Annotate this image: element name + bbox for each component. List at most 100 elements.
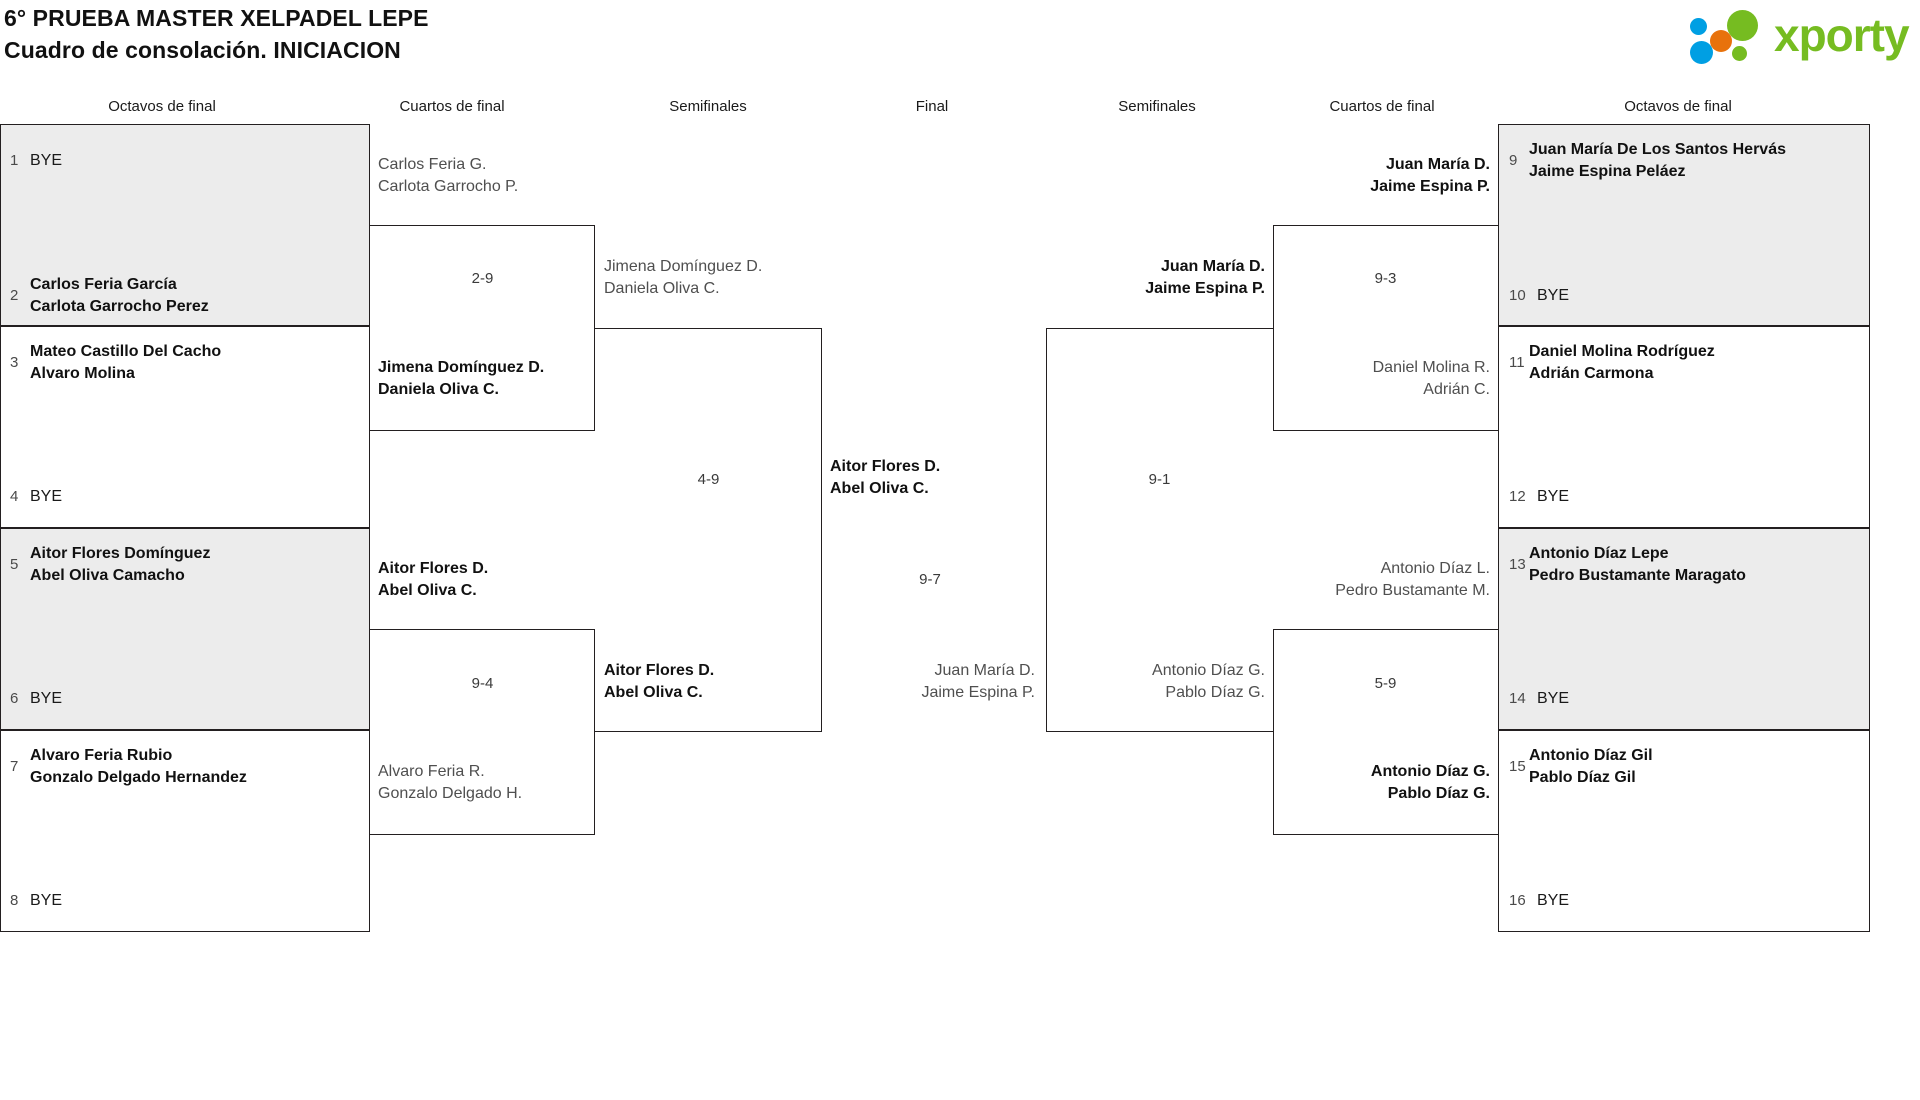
player-names-7a: Alvaro Feria Rubio bbox=[30, 747, 173, 764]
logo-dot-blue-small bbox=[1690, 18, 1707, 35]
player-names-2a: Carlos Feria García bbox=[30, 276, 177, 293]
player-names-3a: Mateo Castillo Del Cacho bbox=[30, 343, 222, 360]
qf-left-1-top-a: Carlos Feria G. bbox=[378, 156, 487, 173]
player-names-5b: Abel Oliva Camacho bbox=[30, 567, 185, 584]
player-names-10: BYE bbox=[1537, 287, 1570, 304]
logo-dot-green-large bbox=[1727, 10, 1758, 41]
seed-number-13: 13 bbox=[1509, 556, 1526, 573]
player-names-8: BYE bbox=[30, 892, 63, 909]
r16-slot-7[interactable] bbox=[1498, 528, 1870, 730]
qf-left-2-top-a: Aitor Flores D. bbox=[378, 560, 489, 577]
round-label-left-sf: Semifinales bbox=[669, 98, 747, 115]
round-label-right-sf: Semifinales bbox=[1118, 98, 1196, 115]
qf-right-2-bottom-a: Antonio Díaz G. bbox=[1370, 763, 1490, 780]
final-top-a: Aitor Flores D. bbox=[830, 458, 941, 475]
round-label-left-r16: Octavos de final bbox=[108, 98, 216, 115]
sf-right-1-score: 9-1 bbox=[1148, 471, 1171, 488]
sf-right-1-top-b: Jaime Espina P. bbox=[1145, 280, 1265, 297]
bracket-subtitle: Cuadro de consolación. INICIACION bbox=[4, 37, 401, 63]
player-names-9a: Juan María De Los Santos Hervás bbox=[1529, 141, 1786, 158]
seed-number-5: 5 bbox=[10, 556, 19, 573]
qf-left-2-top-b: Abel Oliva C. bbox=[378, 582, 477, 599]
player-names-11a: Daniel Molina Rodríguez bbox=[1529, 343, 1715, 360]
seed-number-4: 4 bbox=[10, 488, 19, 505]
seed-number-6: 6 bbox=[10, 690, 19, 707]
qf-right-1-score: 9-3 bbox=[1374, 270, 1397, 287]
qf-right-1-top-b: Jaime Espina P. bbox=[1370, 178, 1490, 195]
logo-dots-icon bbox=[1690, 8, 1774, 64]
qf-left-1-score: 2-9 bbox=[471, 270, 494, 287]
r16-slot-3[interactable] bbox=[0, 528, 370, 730]
logo-dot-orange bbox=[1710, 30, 1732, 52]
sf-connector-right-1 bbox=[1046, 328, 1273, 732]
r16-slot-8[interactable] bbox=[1498, 730, 1870, 932]
qf-right-1-bottom-a: Daniel Molina R. bbox=[1372, 359, 1490, 376]
round-label-left-qf: Cuartos de final bbox=[399, 98, 505, 115]
qf-right-1-bottom-b: Adrián C. bbox=[1423, 381, 1490, 398]
seed-number-11: 11 bbox=[1509, 354, 1525, 371]
r16-slot-6[interactable] bbox=[1498, 326, 1870, 528]
player-names-15a: Antonio Díaz Gil bbox=[1529, 747, 1653, 764]
seed-number-3: 3 bbox=[10, 354, 19, 371]
qf-connector-right-2 bbox=[1273, 629, 1498, 835]
player-names-3b: Alvaro Molina bbox=[30, 365, 135, 382]
qf-left-1-top-b: Carlota Garrocho P. bbox=[378, 178, 519, 195]
r16-slot-4[interactable] bbox=[0, 730, 370, 932]
final-top-b: Abel Oliva C. bbox=[830, 480, 929, 497]
seed-number-16: 16 bbox=[1509, 892, 1526, 909]
seed-number-8: 8 bbox=[10, 892, 19, 909]
sf-left-1-top-a: Jimena Domínguez D. bbox=[604, 258, 763, 275]
player-names-9b: Jaime Espina Peláez bbox=[1529, 163, 1686, 180]
xporty-logo[interactable]: xporty bbox=[1652, 4, 1912, 66]
logo-dot-green-small bbox=[1732, 46, 1747, 61]
qf-connector-left-2 bbox=[370, 629, 595, 835]
player-names-13b: Pedro Bustamante Maragato bbox=[1529, 567, 1746, 584]
sf-right-1-top-a: Juan María D. bbox=[1160, 258, 1265, 275]
qf-left-2-bottom-a: Alvaro Feria R. bbox=[378, 763, 485, 780]
qf-connector-left-1 bbox=[370, 225, 595, 431]
seed-number-10: 10 bbox=[1509, 287, 1526, 304]
qf-right-2-top-b: Pedro Bustamante M. bbox=[1335, 582, 1490, 599]
player-names-12: BYE bbox=[1537, 488, 1570, 505]
qf-right-1-top-a: Juan María D. bbox=[1385, 156, 1490, 173]
seed-number-1: 1 bbox=[10, 152, 19, 169]
seed-number-9: 9 bbox=[1509, 152, 1518, 169]
seed-number-2: 2 bbox=[10, 287, 19, 304]
round-label-final: Final bbox=[915, 98, 949, 115]
seed-number-12: 12 bbox=[1509, 488, 1526, 505]
sf-connector-left-1 bbox=[595, 328, 822, 732]
qf-left-2-bottom-b: Gonzalo Delgado H. bbox=[378, 785, 523, 802]
player-names-5a: Aitor Flores Domínguez bbox=[30, 545, 211, 562]
qf-right-2-score: 5-9 bbox=[1374, 675, 1397, 692]
r16-slot-1[interactable] bbox=[0, 124, 370, 326]
seed-number-7: 7 bbox=[10, 758, 19, 775]
sf-left-1-bottom-a: Aitor Flores D. bbox=[604, 662, 715, 679]
player-names-15b: Pablo Díaz Gil bbox=[1529, 769, 1636, 786]
qf-connector-right-1 bbox=[1273, 225, 1498, 431]
sf-left-1-bottom-b: Abel Oliva C. bbox=[604, 684, 703, 701]
round-label-right-qf: Cuartos de final bbox=[1329, 98, 1435, 115]
player-names-13a: Antonio Díaz Lepe bbox=[1529, 545, 1669, 562]
seed-number-15: 15 bbox=[1509, 758, 1526, 775]
player-names-4: BYE bbox=[30, 488, 63, 505]
seed-number-14: 14 bbox=[1509, 690, 1526, 707]
sf-left-1-score: 4-9 bbox=[697, 471, 720, 488]
title-block: 6° PRUEBA MASTER XELPADEL LEPE Cuadro de… bbox=[4, 2, 429, 66]
round-label-right-r16: Octavos de final bbox=[1624, 98, 1732, 115]
player-names-11b: Adrián Carmona bbox=[1529, 365, 1654, 382]
qf-left-1-bottom-b: Daniela Oliva C. bbox=[378, 381, 499, 398]
logo-wordmark: xporty bbox=[1774, 9, 1910, 61]
sf-right-1-bottom-b: Pablo Díaz G. bbox=[1165, 684, 1265, 701]
sf-right-1-bottom-a: Antonio Díaz G. bbox=[1152, 662, 1265, 679]
qf-left-1-bottom-a: Jimena Domínguez D. bbox=[378, 359, 545, 376]
final-score: 9-7 bbox=[919, 571, 941, 588]
qf-left-2-score: 9-4 bbox=[471, 675, 494, 692]
player-names-16: BYE bbox=[1537, 892, 1570, 909]
qf-right-2-bottom-b: Pablo Díaz G. bbox=[1387, 785, 1490, 802]
sf-left-1-top-b: Daniela Oliva C. bbox=[604, 280, 720, 297]
player-names-2b: Carlota Garrocho Perez bbox=[30, 298, 209, 315]
qf-right-2-top-a: Antonio Díaz L. bbox=[1380, 560, 1490, 577]
r16-slot-2[interactable] bbox=[0, 326, 370, 528]
r16-slot-5[interactable] bbox=[1498, 124, 1870, 326]
final-bottom-a: Juan María D. bbox=[934, 662, 1035, 679]
